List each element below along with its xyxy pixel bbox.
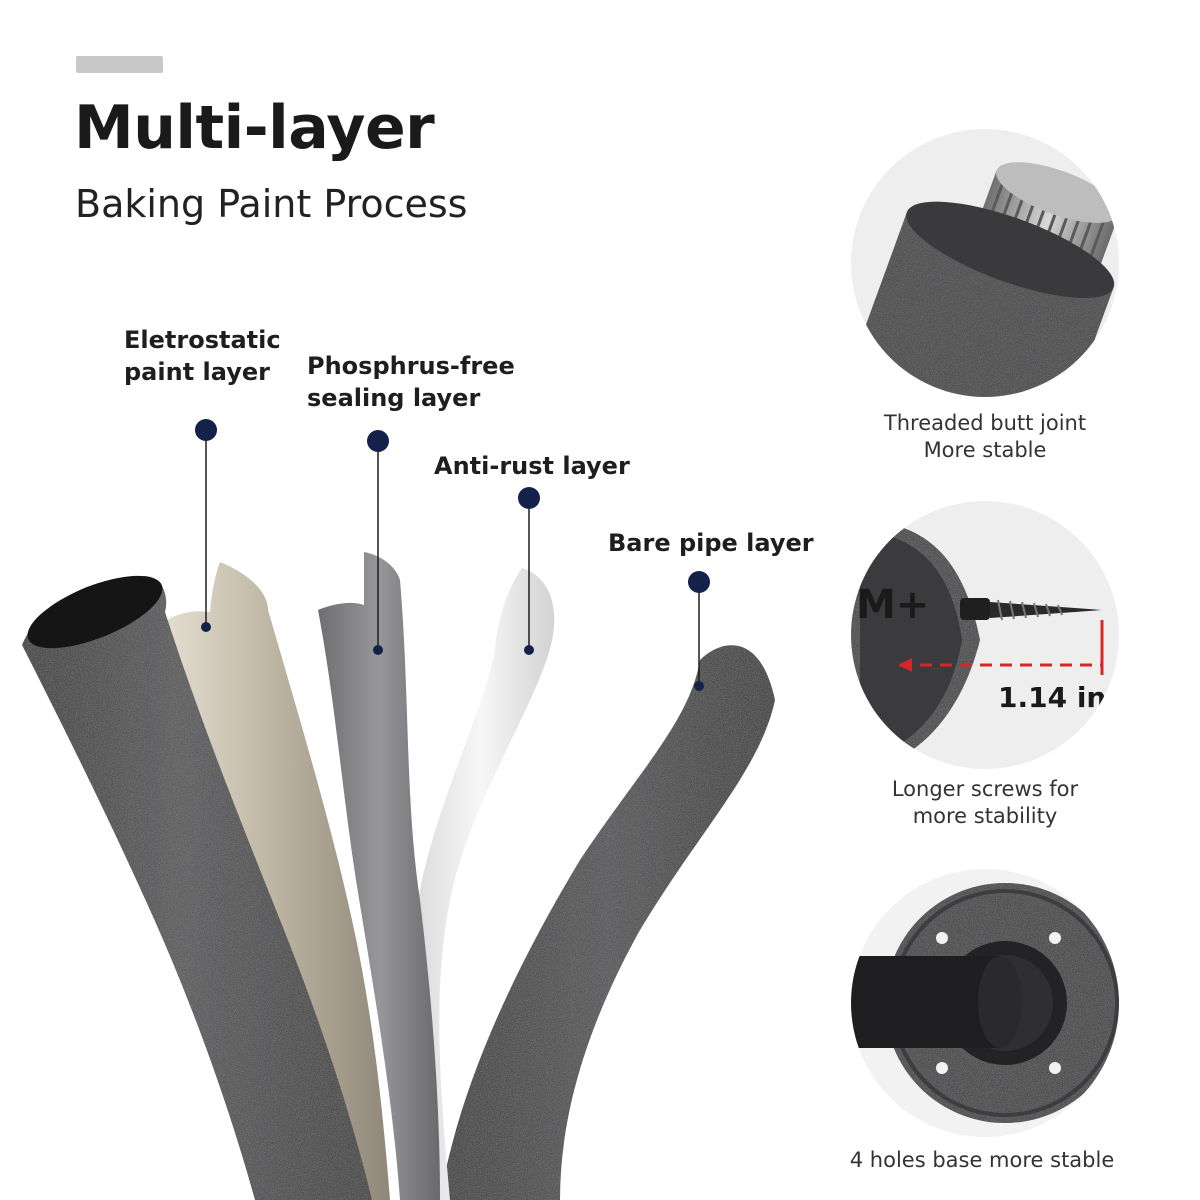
dot-anti-rust	[518, 487, 540, 509]
caption-longer-screws: Longer screws for more stability	[891, 777, 1079, 828]
dot-bare-pipe	[688, 571, 710, 593]
outer-pipe	[22, 578, 372, 1200]
caption-threaded-joint: Threaded butt joint More stable	[883, 411, 1087, 462]
threaded-joint-image	[851, 129, 1119, 397]
electrostatic-layer	[160, 562, 390, 1200]
sealing-layer	[318, 552, 440, 1200]
label-sealing-layer: Phosphrus-free sealing layer	[307, 352, 515, 412]
leader-dots	[195, 419, 710, 691]
flange-stamp: M+	[856, 582, 929, 628]
dot-electrostatic	[195, 419, 217, 441]
accent-bar	[76, 56, 163, 73]
measurement-arrow	[898, 658, 912, 672]
leader-lines	[205, 430, 700, 686]
caption-four-holes-base: 4 holes base more stable	[849, 1148, 1115, 1172]
measurement-value: 1.14 in	[998, 681, 1106, 714]
bare-pipe-layer	[440, 645, 775, 1200]
outer-pipe-opening	[27, 575, 163, 649]
page-subtitle: Baking Paint Process	[75, 182, 468, 226]
label-bare-pipe-layer: Bare pipe layer	[608, 529, 814, 557]
floor-flange-image	[851, 869, 1119, 1137]
label-anti-rust-layer: Anti-rust layer	[434, 452, 630, 480]
page-title: Multi-layer	[74, 93, 435, 163]
dot-sealing	[367, 430, 389, 452]
label-electrostatic-layer: Eletrostatic paint layer	[124, 326, 281, 386]
screw-flange-image: M+ 1.14 in	[851, 501, 1119, 769]
